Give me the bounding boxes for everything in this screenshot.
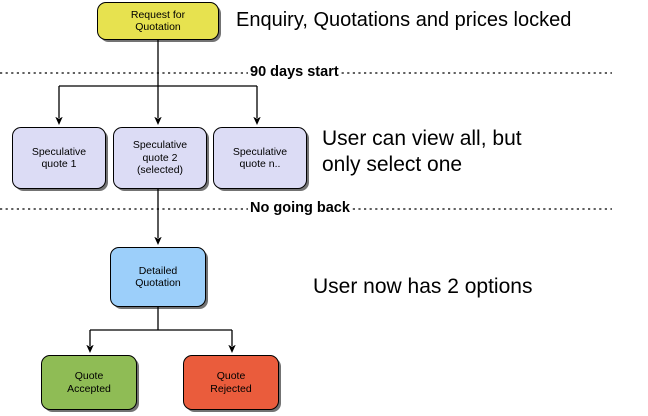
node-detailed-quotation[interactable]: Detailed Quotation <box>110 247 206 307</box>
node-quote-accepted[interactable]: Quote Accepted <box>41 355 137 410</box>
node-speculative-quote-1[interactable]: Speculative quote 1 <box>12 127 106 189</box>
node-speculative-quote-2[interactable]: Speculative quote 2 (selected) <box>113 127 207 189</box>
divider-label-no-going-back: No going back <box>248 200 352 216</box>
annotation-enquiry: Enquiry, Quotations and prices locked <box>236 9 572 31</box>
node-request-for-quotation[interactable]: Request for Quotation <box>97 2 219 40</box>
node-label: Speculative quote 1 <box>31 145 87 170</box>
node-label: Quote Rejected <box>210 370 252 395</box>
node-label: Detailed Quotation <box>135 264 181 289</box>
node-label: Speculative quote n.. <box>232 145 288 170</box>
annotation-two-options: User now has 2 options <box>313 275 533 298</box>
node-label: Request for Quotation <box>130 8 186 33</box>
connector-rfq-to-speculative-quotes <box>55 40 261 125</box>
divider-label-90-days: 90 days start <box>248 64 341 80</box>
node-speculative-quote-n[interactable]: Speculative quote n.. <box>213 127 307 189</box>
annotation-user-can-view: User can view all, but only select one <box>322 127 522 177</box>
node-label: Speculative quote 2 (selected) <box>132 139 188 177</box>
connector-detailed-to-outcomes <box>86 307 236 353</box>
node-quote-rejected[interactable]: Quote Rejected <box>183 355 279 410</box>
node-label: Quote Accepted <box>67 370 111 395</box>
